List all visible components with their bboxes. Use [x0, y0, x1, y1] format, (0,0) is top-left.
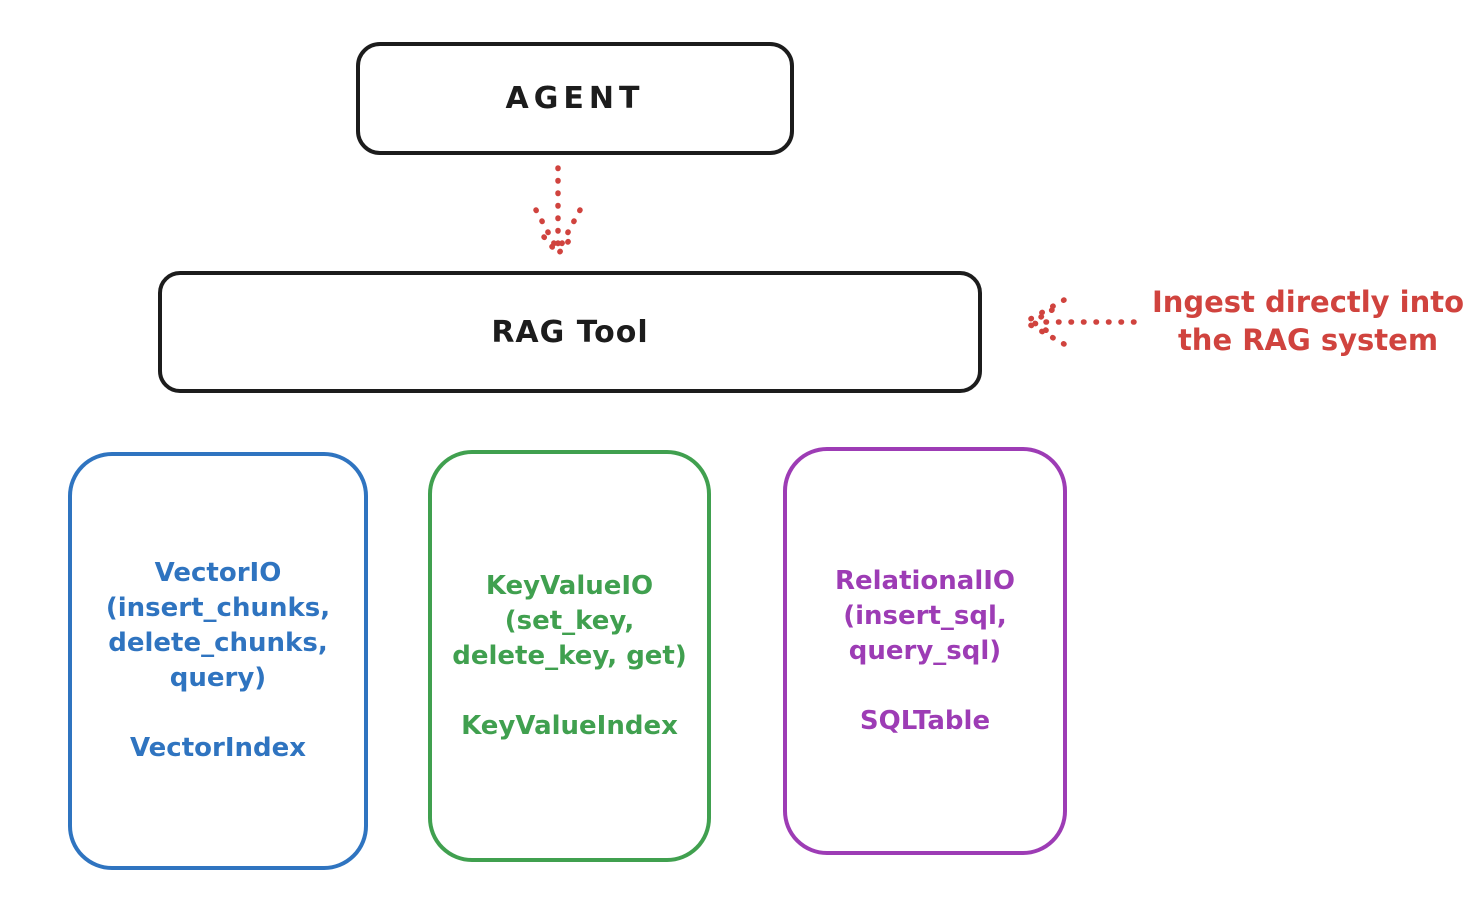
- ingest-annotation-arrow-icon: [1024, 297, 1137, 347]
- pillar-signature-line: query): [169, 663, 267, 693]
- pillar-title: RelationalIO: [834, 565, 1016, 596]
- rag-tool-box: RAG Tool: [158, 271, 982, 393]
- keyvalue-io-box: KeyValueIO (set_key, delete_key, get) Ke…: [428, 450, 711, 862]
- pillar-signature-line: (insert_chunks,: [105, 593, 331, 623]
- pillar-signature-line: (set_key,: [504, 605, 635, 636]
- agent-to-ragtool-arrow-icon: [533, 165, 583, 259]
- pillar-index-label: VectorIndex: [129, 733, 307, 763]
- agent-box: AGENT: [356, 42, 794, 155]
- ingest-annotation-line1: Ingest directly into: [1151, 285, 1465, 319]
- pillar-title: VectorIO: [154, 558, 282, 588]
- agent-label: AGENT: [505, 81, 645, 116]
- ingest-annotation-line2: the RAG system: [1177, 323, 1439, 357]
- pillar-index-label: KeyValueIndex: [461, 710, 678, 741]
- ingest-annotation: Ingest directly into the RAG system: [1138, 283, 1478, 359]
- pillar-index-label: SQLTable: [859, 705, 991, 736]
- relational-io-box: RelationalIO (insert_sql, query_sql) SQL…: [783, 447, 1067, 855]
- pillar-signature-line: (insert_sql,: [843, 600, 1007, 631]
- pillar-signature-line: query_sql): [848, 635, 1002, 666]
- vector-io-box: VectorIO (insert_chunks, delete_chunks, …: [68, 452, 368, 870]
- pillar-title: KeyValueIO: [485, 570, 654, 601]
- rag-tool-label: RAG Tool: [491, 314, 649, 350]
- pillar-signature-line: delete_chunks,: [108, 628, 328, 658]
- pillar-signature-line: delete_key, get): [452, 640, 687, 671]
